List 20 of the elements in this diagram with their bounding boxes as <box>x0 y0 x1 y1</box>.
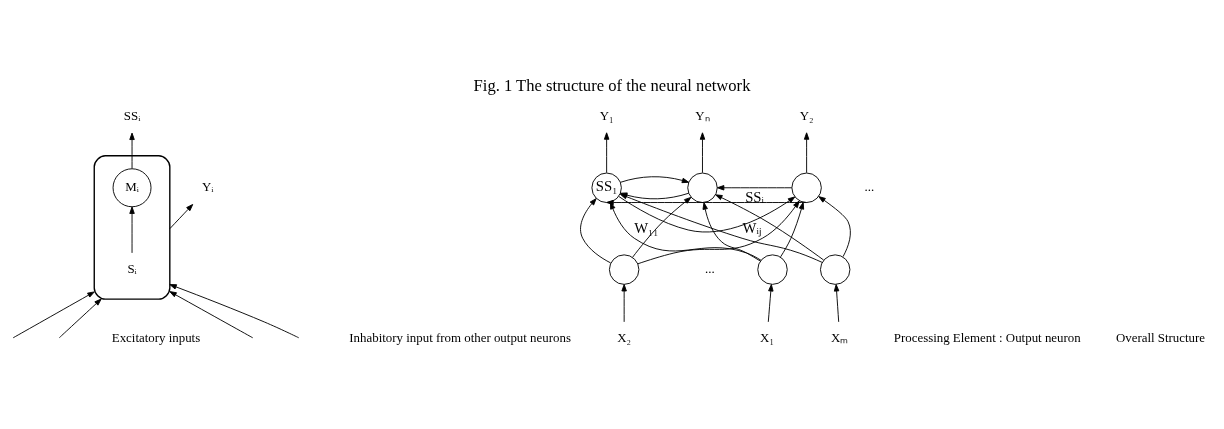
node-text: SSᵢ <box>123 108 141 123</box>
label: ... <box>705 262 715 277</box>
edge-label: SSᵢ <box>745 189 764 206</box>
label: Overall Structure <box>1115 331 1206 346</box>
node-text: X₂ <box>617 331 632 346</box>
node-text: Yᵢ <box>201 180 214 195</box>
node-text: Xₘ <box>831 331 849 346</box>
node-text: Yₙ <box>695 108 710 123</box>
node-text: X₁ <box>760 331 774 346</box>
label: Excitatory inputs <box>111 331 201 346</box>
diagram-title: Fig. 1 The structure of the neural network <box>473 75 751 95</box>
edge-label: Wᵢⱼ <box>742 220 761 237</box>
label: ... <box>864 180 875 195</box>
label: Inhabitory input from other output neurons <box>349 331 571 346</box>
node-text: Sᵢ <box>127 262 137 277</box>
edge-label: SS₁ <box>595 178 618 195</box>
node-text: Y₂ <box>799 108 814 123</box>
label: Processing Element : Output neuron <box>893 331 1081 346</box>
edge-label: W₁₁ <box>634 220 659 237</box>
node-text: Y₁ <box>599 108 614 123</box>
